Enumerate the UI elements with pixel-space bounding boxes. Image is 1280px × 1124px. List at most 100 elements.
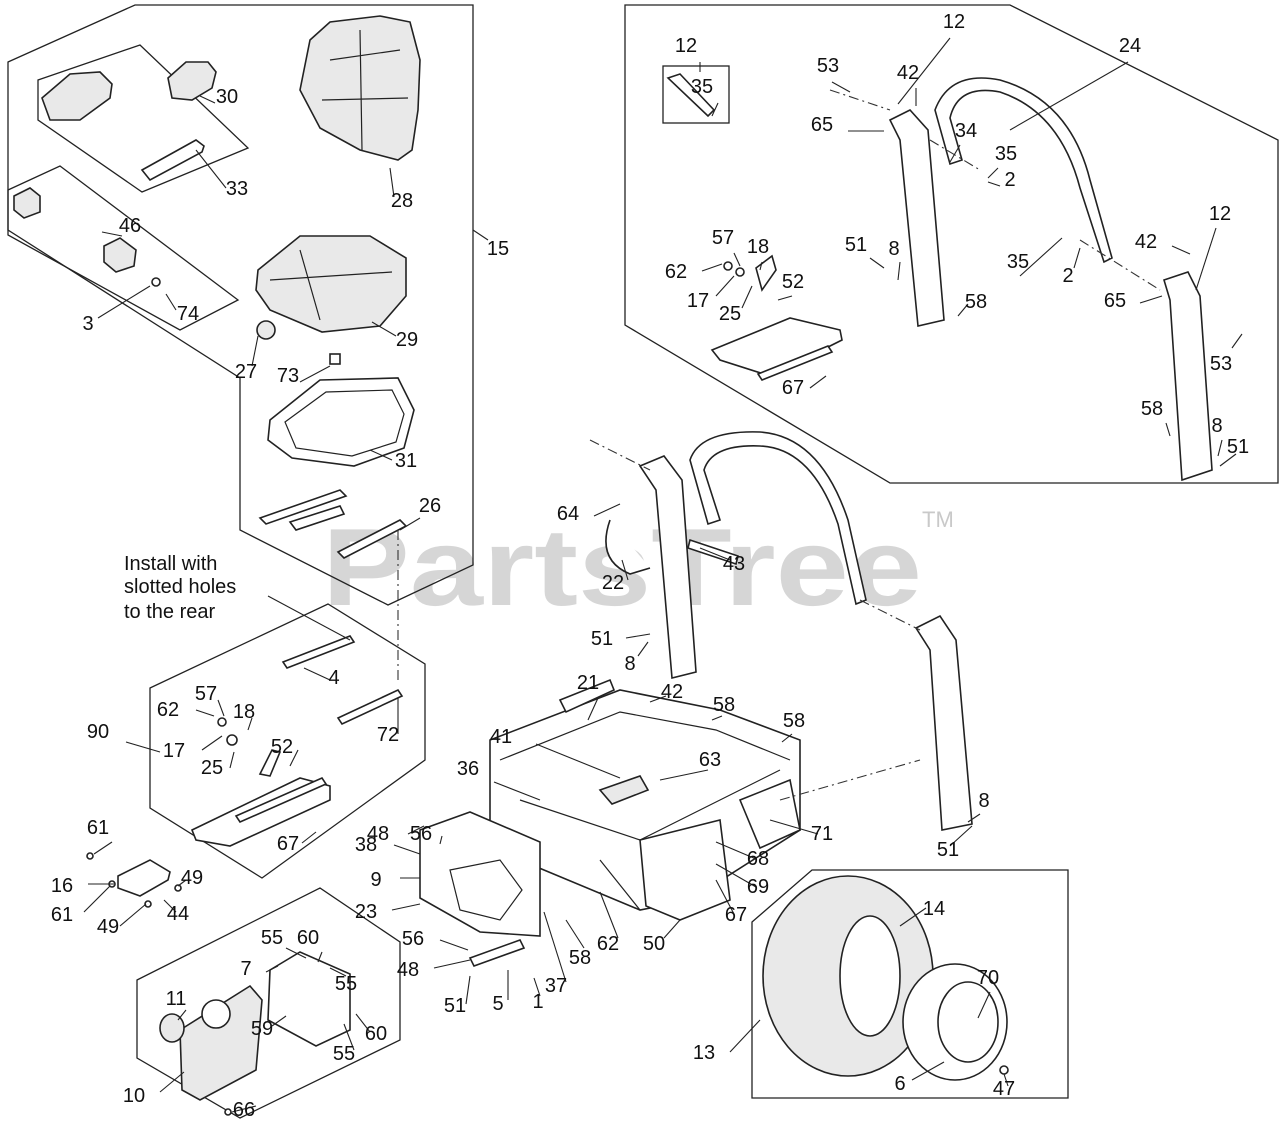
callout-number: 58 [1141, 398, 1163, 420]
leader-line [299, 365, 331, 383]
callout-number: 5 [492, 993, 503, 1015]
fuel-cover-frame [136, 887, 401, 1119]
leader-line [715, 275, 735, 297]
callout-number: 48 [367, 823, 389, 845]
leader-line [301, 831, 317, 844]
callout-number: 15 [487, 238, 509, 260]
install-note-line2: slotted holes [124, 576, 236, 598]
callout-number: 43 [723, 553, 745, 575]
leader-line [247, 717, 253, 731]
callout-number: 57 [712, 227, 734, 249]
leader-line [977, 991, 991, 1019]
callout-number: 67 [277, 833, 299, 855]
armrest-bracket [140, 139, 205, 182]
callout-number: 50 [643, 933, 665, 955]
rops-right-post [1163, 271, 1213, 482]
leader-line [987, 167, 999, 179]
callout-number: 56 [410, 823, 432, 845]
leader-line [533, 977, 541, 997]
armrest-left [41, 71, 113, 121]
callout-number: 62 [157, 699, 179, 721]
callout-number: 63 [699, 749, 721, 771]
callout-number: 47 [993, 1078, 1015, 1100]
leader-line [587, 697, 599, 721]
leader-line [329, 967, 347, 977]
callout-number: 29 [396, 329, 418, 351]
leader-line [93, 841, 113, 855]
rops-hoop [934, 77, 1113, 264]
leader-line [715, 841, 757, 860]
callout-number: 62 [597, 933, 619, 955]
lever-bracket [117, 859, 171, 897]
pin-kit-box [662, 65, 730, 124]
callout-number: 64 [557, 503, 579, 525]
rear-frame-71 [738, 778, 801, 850]
callout-number: 33 [226, 178, 248, 200]
callout-number: 10 [123, 1085, 145, 1107]
leader-line [217, 699, 225, 717]
leader-line [831, 81, 851, 93]
leader-line [535, 743, 621, 779]
callout-number: 52 [271, 736, 293, 758]
callout-number: 13 [693, 1042, 715, 1064]
leader-line [715, 879, 735, 915]
armrest-right [167, 61, 217, 101]
leader-line [389, 167, 395, 198]
callout-number: 60 [365, 1023, 387, 1045]
callout-number: 3 [82, 313, 93, 335]
callout-number: 12 [675, 35, 697, 57]
callout-number: 44 [167, 903, 189, 925]
callout-number: 8 [888, 238, 899, 260]
rops-left-post [888, 109, 945, 327]
rops-hoop-lower [689, 431, 867, 606]
chassis-crossmember [558, 678, 616, 714]
leader-line [649, 695, 667, 703]
leader-line [1009, 61, 1129, 131]
callout-number: 35 [691, 76, 713, 98]
callout-number: 48 [397, 959, 419, 981]
leader-line [433, 959, 471, 969]
callout-number: 52 [782, 271, 804, 293]
install-note-line1: Install with [124, 553, 217, 575]
callout-number: 30 [216, 86, 238, 108]
callout-number: 51 [937, 839, 959, 861]
callout-number: 8 [624, 653, 635, 675]
seat-cushion [255, 235, 407, 333]
leader-line [599, 891, 619, 939]
leader-line [897, 37, 951, 105]
callout-number: 65 [1104, 290, 1126, 312]
leader-line [1171, 245, 1191, 255]
leader-line [715, 863, 757, 888]
fuel-cover [179, 984, 263, 1101]
callout-number: 56 [402, 928, 424, 950]
leader-line [741, 285, 753, 309]
leader-line [303, 667, 331, 681]
callout-number: 46 [119, 215, 141, 237]
wheel-frame [751, 869, 1069, 1099]
leader-line [201, 735, 223, 751]
leader-line [265, 965, 279, 973]
callout-number: 69 [747, 876, 769, 898]
callout-number: 58 [965, 291, 987, 313]
leader-line [393, 844, 421, 855]
callout-number: 25 [201, 757, 223, 779]
leader-line [285, 947, 307, 959]
leader-line [125, 741, 161, 753]
leader-line [911, 1061, 945, 1081]
fuel-cap [159, 1013, 185, 1043]
callout-number: 17 [687, 290, 709, 312]
leader-line [177, 1009, 187, 1021]
callout-number: 72 [377, 724, 399, 746]
seat-nut [329, 353, 341, 365]
leader-line [195, 149, 227, 189]
leader-line [777, 295, 793, 301]
leader-line [289, 749, 299, 767]
leader-line [472, 229, 489, 241]
callout-number: 42 [661, 681, 683, 703]
leader-line [659, 769, 709, 781]
leader-line [987, 181, 1001, 187]
callout-number: 74 [177, 303, 199, 325]
seat-bracket-plate [281, 635, 356, 669]
callout-number: 16 [51, 875, 73, 897]
leader-line [1073, 247, 1081, 269]
